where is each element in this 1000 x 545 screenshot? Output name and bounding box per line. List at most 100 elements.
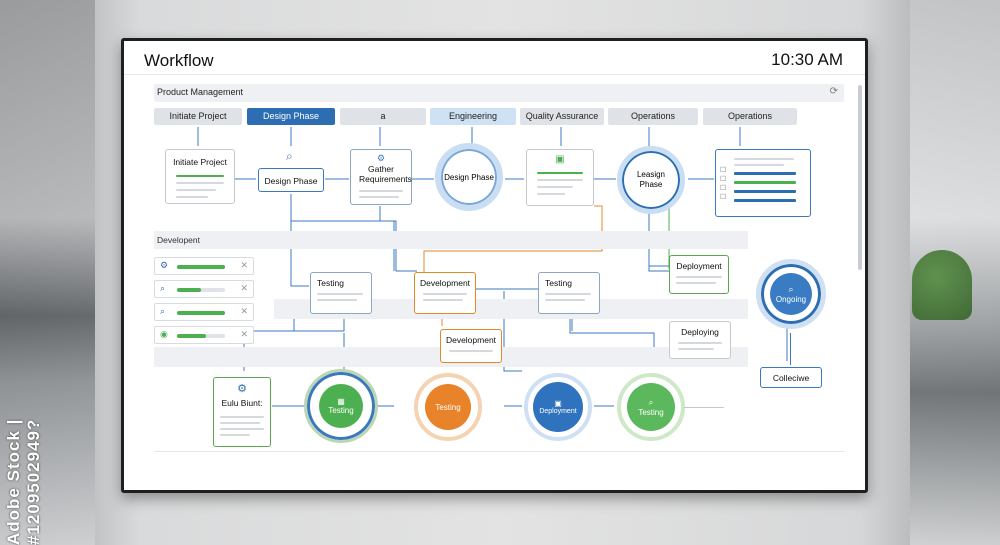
tab-operations-2[interactable]: Operations: [703, 108, 797, 125]
scrollbar[interactable]: [858, 85, 862, 270]
node-initiate-project[interactable]: Initiate Project: [165, 149, 235, 204]
tab-engineering[interactable]: Engineering: [430, 108, 516, 125]
plant: [912, 250, 972, 320]
text-line: [220, 434, 250, 436]
node-testing-b[interactable]: Testing: [538, 272, 600, 314]
node-label: Testing: [638, 407, 664, 417]
refresh-icon[interactable]: ⟳: [829, 86, 838, 97]
close-icon[interactable]: ✕: [240, 260, 248, 270]
node-label: Deployment: [539, 408, 577, 415]
app-title: Workflow: [144, 51, 214, 70]
node-leasign-phase[interactable]: Leasign Phase: [617, 146, 685, 214]
close-icon[interactable]: ✕: [240, 306, 248, 316]
close-icon[interactable]: ✕: [240, 283, 248, 293]
node-quality-assurance[interactable]: ▣: [526, 149, 594, 206]
list-item[interactable]: ⚙ ✕: [154, 257, 254, 275]
text-line: [423, 299, 463, 301]
divider: [154, 451, 844, 452]
search-icon: ⌕: [160, 306, 166, 316]
node-deploying[interactable]: Deploying: [669, 321, 731, 359]
calendar-icon: ▦: [337, 397, 345, 406]
text-line: [537, 193, 565, 195]
progress-line: [734, 199, 796, 202]
connector: [684, 407, 724, 408]
screen: Workflow 10:30 AM Product Management ⟳ I…: [124, 41, 865, 490]
section-band: [274, 299, 748, 319]
node-label: Design Phase: [444, 172, 494, 182]
gear-icon: ⚙: [160, 260, 169, 270]
node-gather-requirements[interactable]: ⚙ Gather Requirements: [350, 149, 412, 205]
text-line: [359, 196, 399, 198]
progress-bar: [177, 265, 225, 269]
text-line: [449, 350, 493, 352]
list-item[interactable]: ◉ ✕: [154, 326, 254, 344]
target-icon: ◉: [160, 329, 168, 339]
node-label: Eulu Biunt:: [221, 398, 263, 408]
watermark: Adobe Stock | #1209502949?: [4, 418, 43, 545]
text-line: [359, 190, 403, 192]
node-label: Testing: [435, 402, 461, 412]
testing-c-inner: ▦ Testing: [319, 384, 363, 428]
node-build[interactable]: ⚙ Eulu Biunt:: [213, 377, 271, 447]
list-item[interactable]: ⌕ ✕: [154, 280, 254, 298]
node-deployment-c[interactable]: ▣ Deployment: [524, 373, 592, 441]
checkbox-icon: ☐☐☐☐: [720, 167, 727, 201]
node-design-phase[interactable]: Design Phase: [258, 168, 324, 192]
text-line: [176, 182, 224, 184]
text-line: [537, 179, 583, 181]
clock: 10:30 AM: [771, 50, 843, 69]
list-item[interactable]: ⌕ ✕: [154, 303, 254, 321]
search-icon: ⌕: [286, 149, 293, 163]
connector: [790, 333, 791, 365]
band-label: Developent: [157, 235, 201, 245]
progress-line: [734, 190, 796, 193]
search-icon: ⌕: [788, 284, 794, 294]
section-title: Product Management: [157, 87, 244, 97]
node-label: Deployment: [676, 261, 722, 271]
text-line: [220, 428, 264, 430]
progress-bar: [177, 334, 225, 338]
ongoing-inner: ⌕ Ongoing: [770, 273, 812, 315]
text-line: [317, 299, 357, 301]
testing-d-inner: Testing: [425, 384, 471, 430]
tab-operations[interactable]: Operations: [608, 108, 698, 125]
node-label: Development: [419, 278, 471, 288]
node-development-a[interactable]: Development: [414, 272, 476, 314]
search-icon: ⌕: [648, 397, 654, 407]
progress-fill: [177, 311, 225, 315]
progress-bar: [177, 288, 225, 292]
node-label: Ongoing: [775, 295, 807, 304]
office-background-left: [0, 0, 95, 545]
tab-quality-assurance[interactable]: Quality Assurance: [520, 108, 604, 125]
node-deployment-a[interactable]: Deployment: [669, 255, 729, 294]
text-line: [317, 293, 363, 295]
node-label: Design Phase: [264, 176, 318, 186]
text-line: [678, 342, 722, 344]
gear-icon: ⚙: [237, 383, 247, 395]
node-operations-panel[interactable]: ☐☐☐☐: [715, 149, 811, 217]
text-line: [176, 196, 208, 198]
node-label: Deploying: [681, 327, 719, 337]
tab-blank[interactable]: a: [340, 108, 426, 125]
device-icon: ▣: [554, 399, 562, 408]
progress-bar: [177, 311, 225, 315]
tab-design-phase[interactable]: Design Phase: [247, 108, 335, 125]
node-label: Testing: [328, 406, 354, 415]
close-icon[interactable]: ✕: [240, 329, 248, 339]
node-testing-e[interactable]: ⌕ Testing: [617, 373, 685, 441]
tab-initiate-project[interactable]: Initiate Project: [154, 108, 242, 125]
node-development-b[interactable]: Development: [440, 329, 502, 363]
text-line: [545, 299, 585, 301]
node-colleciwe[interactable]: Colleciwe: [760, 367, 822, 388]
node-ongoing[interactable]: ⌕ Ongoing: [756, 259, 826, 329]
progress-line: [537, 172, 583, 174]
node-testing-d[interactable]: Testing: [414, 373, 482, 441]
text-line: [734, 158, 794, 160]
node-testing-a[interactable]: Testing: [310, 272, 372, 314]
progress-fill: [177, 334, 206, 338]
text-line: [676, 276, 722, 278]
node-label: Leasign Phase: [636, 170, 666, 189]
testing-e-inner: ⌕ Testing: [627, 383, 675, 431]
node-testing-c[interactable]: ▦ Testing: [304, 369, 378, 443]
node-design-phase-circle[interactable]: Design Phase: [435, 143, 503, 211]
